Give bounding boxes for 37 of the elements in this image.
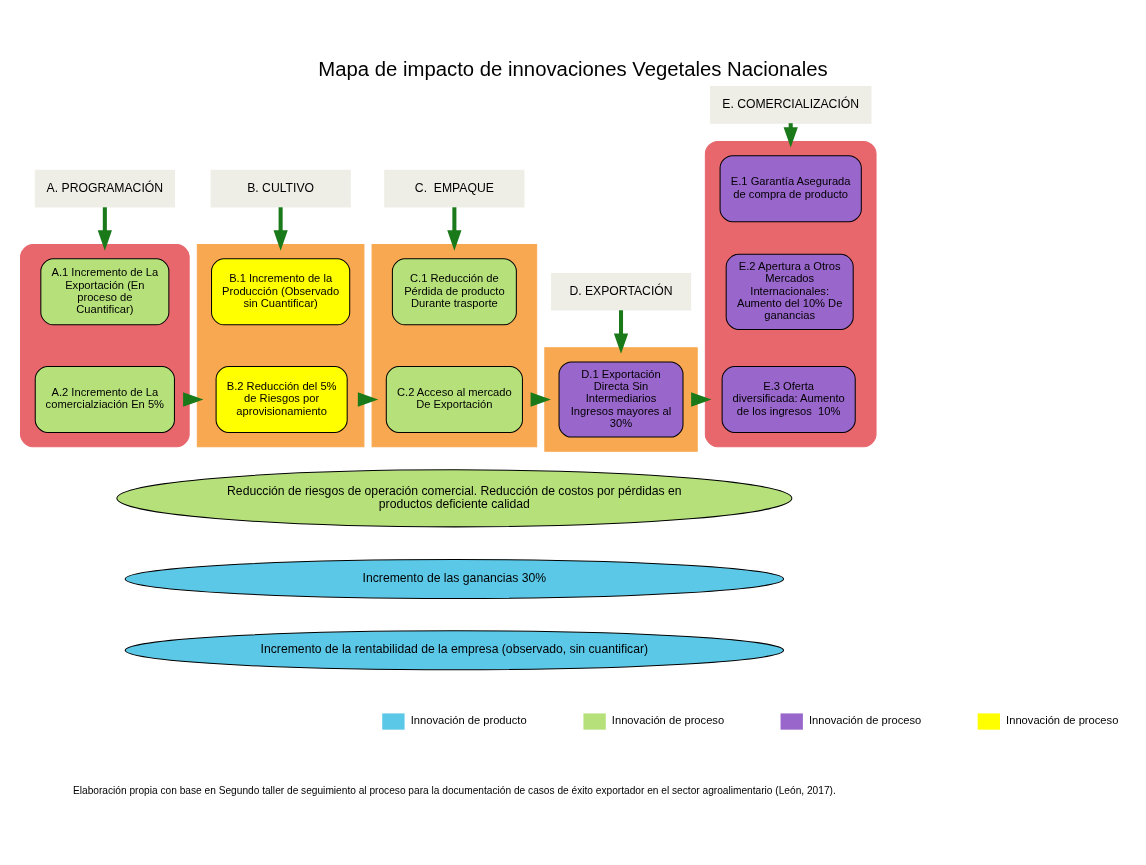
legend-label: Innovación de proceso (1006, 713, 1119, 726)
cluster (704, 140, 877, 447)
node-box: B.1 Incremento de la Producción (Observado sin Cuantificar) (211, 257, 351, 325)
legend-label: Innovación de proceso (611, 713, 725, 726)
arrow (530, 391, 551, 407)
node-ellipse: Reducción de riesgos de operación comercial. Reducción de costos por pérdidas en productos deficiente calidad (116, 468, 793, 527)
node-box: C.1 Reducción de Pérdida de producto Durante trasporte (391, 257, 517, 325)
arrow (273, 206, 288, 251)
arrow (613, 309, 629, 354)
caption: Elaboración propia con base en Segundo taller de seguimiento al proceso para la documentación de casos de éxito exportador en el sector agroalimentario (León, 2017). (72, 784, 836, 796)
node-box: D.1 Exportación Directa Sin Intermediarios Ingresos mayores al 30% (558, 360, 684, 438)
arrow (183, 391, 204, 407)
cluster (544, 346, 698, 452)
node-box: A. PROGRAMACIÓN (34, 169, 175, 207)
node-box: E. COMERCIALIZACIÓN (709, 85, 872, 124)
arrow (97, 206, 112, 251)
node-box: C. EMPAQUE (384, 169, 525, 207)
node-box: D. EXPORTACIÓN (550, 272, 692, 311)
node-box: B. CULTIVO (210, 169, 351, 207)
arrow (691, 391, 712, 407)
cluster (20, 243, 190, 447)
node-box: E.3 Oferta diversificada: Aumento de los ingresos 10% (721, 365, 856, 433)
node-ellipse: Incremento de las ganancias 30% (124, 558, 785, 599)
node-box: C.2 Acceso al mercado De Exportación (385, 365, 523, 433)
cluster (196, 243, 365, 447)
legend-label: Innovación de producto (410, 713, 527, 726)
node-box: A.1 Incremento de La Exportación (En proceso de Cuantificar) (40, 257, 170, 325)
node-box: E.2 Apertura a Otros Mercados Internacionales: Aumento del 10% De ganancias (725, 253, 854, 330)
node-box: B.2 Reducción del 5% de Riesgos por aprovisionamiento (215, 365, 348, 433)
cluster (371, 243, 538, 447)
node-ellipse: Incremento de la rentabilidad de la empresa (observado, sin cuantificar) (124, 629, 785, 670)
arrow (357, 391, 379, 407)
arrow (447, 206, 462, 251)
legend-label: Innovación de proceso (808, 713, 922, 726)
node-box: E.1 Garantía Asegurada de compra de producto (719, 154, 862, 222)
node-box: A.2 Incremento de La comercialziación En 5% (34, 365, 175, 433)
diagram-title: Mapa de impacto de innovaciones Vegetales Nacionales (318, 57, 828, 80)
